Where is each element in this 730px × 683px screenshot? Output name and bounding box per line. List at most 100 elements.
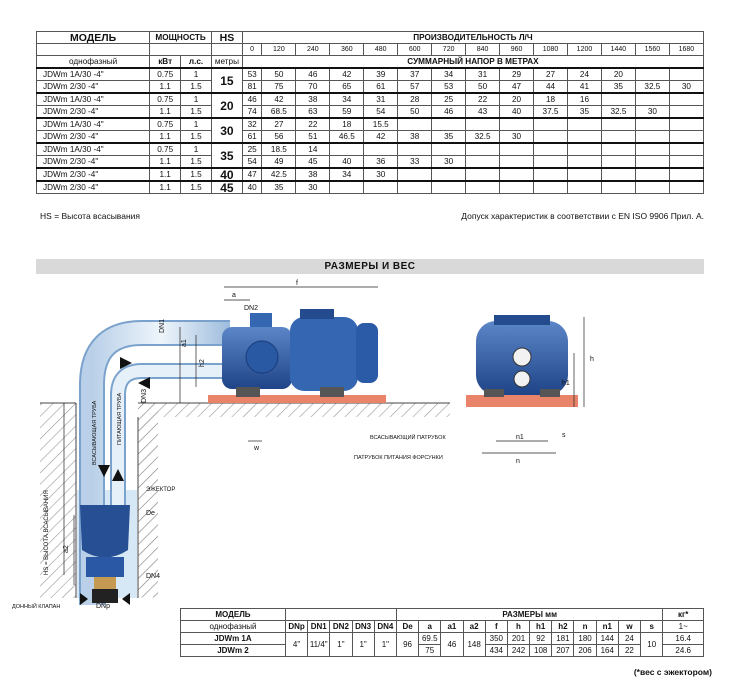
power-hp: 1.5 xyxy=(180,180,212,194)
head-value: 38 xyxy=(295,167,331,182)
dim-col-header: DN3 xyxy=(351,620,375,633)
head-value xyxy=(533,142,568,156)
dim-dn3: DN3 xyxy=(141,389,148,403)
head-value xyxy=(397,167,433,182)
flow-value: 600 xyxy=(397,43,433,56)
head-value xyxy=(566,180,602,194)
flow-value: 360 xyxy=(329,43,365,56)
dim-col-header: a xyxy=(418,620,442,633)
kw-header: кВт xyxy=(149,55,182,69)
head-value xyxy=(533,155,568,169)
head-value xyxy=(465,117,501,131)
head-value: 32.5 xyxy=(600,105,636,119)
head-value: 30 xyxy=(668,80,705,94)
dim-col-header: s xyxy=(640,620,664,633)
dim-dn2: 1" xyxy=(329,632,353,657)
head-value: 38 xyxy=(295,92,331,106)
head-value xyxy=(431,180,467,194)
dim-a: 75 xyxy=(418,644,442,657)
head-value xyxy=(566,142,602,156)
blank-cell xyxy=(210,43,243,56)
hs-value: 20 xyxy=(210,92,243,119)
weight-note: (*вес с эжектором) xyxy=(633,667,712,677)
head-value xyxy=(634,167,670,182)
head-value xyxy=(499,142,535,156)
dim-a: 69.5 xyxy=(418,632,442,645)
head-value xyxy=(363,142,399,156)
head-value: 54 xyxy=(241,155,263,169)
label-foot-valve: ДОННЫЙ КЛАПАН xyxy=(12,602,60,610)
phase-unit: 1~ xyxy=(662,620,704,633)
head-value: 44 xyxy=(533,80,568,94)
power-header: МОЩНОСТЬ xyxy=(149,31,212,44)
head-value xyxy=(600,180,636,194)
head-value: 46 xyxy=(241,92,263,106)
power-hp: 1 xyxy=(180,117,212,131)
head-value: 31 xyxy=(465,67,501,81)
head-value: 30 xyxy=(363,167,399,182)
dim-col-header: w xyxy=(617,620,642,633)
head-value: 39 xyxy=(363,67,399,81)
head-value xyxy=(634,67,670,81)
head-value xyxy=(668,167,705,182)
head-value: 35 xyxy=(261,180,297,194)
model-name: JDWm 2/30 -4" xyxy=(35,130,151,144)
head-value xyxy=(533,167,568,182)
head-value: 30 xyxy=(499,130,535,144)
head-value xyxy=(668,105,705,119)
head-value: 53 xyxy=(431,80,467,94)
head-value: 31 xyxy=(363,92,399,106)
hs-note: HS = Высота всасывания xyxy=(40,211,140,221)
head-value: 27 xyxy=(261,117,297,131)
head-value: 32 xyxy=(241,117,263,131)
head-value xyxy=(499,155,535,169)
dim-n: 180 xyxy=(573,632,597,645)
power-kw: 0.75 xyxy=(149,92,182,106)
model-name: JDWm 2/30 -4" xyxy=(35,80,151,94)
power-kw: 1.1 xyxy=(149,155,182,169)
flow-value: 480 xyxy=(363,43,399,56)
head-value: 42 xyxy=(329,67,365,81)
head-value: 15.5 xyxy=(363,117,399,131)
dim-f: 350 xyxy=(484,632,508,645)
head-value xyxy=(634,117,670,131)
dim-h: h xyxy=(590,356,594,363)
model-header: МОДЕЛЬ xyxy=(35,31,151,44)
section-title: РАЗМЕРЫ И ВЕС xyxy=(36,259,704,274)
power-hp: 1.5 xyxy=(180,105,212,119)
dimension-lines xyxy=(63,286,585,585)
dim-n: 206 xyxy=(573,644,597,657)
dim-h: 242 xyxy=(506,644,531,657)
dim-n: n xyxy=(516,458,520,465)
head-value xyxy=(566,167,602,182)
hs-value: 15 xyxy=(210,67,243,94)
dim-s: 10 xyxy=(640,632,664,657)
head-value: 28 xyxy=(397,92,433,106)
dim-n1: 144 xyxy=(595,632,619,645)
head-value: 63 xyxy=(295,105,331,119)
power-hp: 1.5 xyxy=(180,155,212,169)
dimensions-header: РАЗМЕРЫ мм xyxy=(395,608,664,621)
dim-h1: 108 xyxy=(529,644,553,657)
model-name: JDWm 2 xyxy=(180,644,286,657)
head-value: 47 xyxy=(499,80,535,94)
power-kw: 1.1 xyxy=(149,130,182,144)
dim-a: a xyxy=(232,292,236,299)
head-value xyxy=(668,130,705,144)
head-value: 49 xyxy=(261,155,297,169)
head-value: 45 xyxy=(295,155,331,169)
head-value: 70 xyxy=(295,80,331,94)
head-value xyxy=(668,142,705,156)
dim-de: 96 xyxy=(395,632,420,657)
head-value: 35 xyxy=(566,105,602,119)
head-value xyxy=(668,117,705,131)
dim-a2: a2 xyxy=(63,545,70,553)
head-value: 42 xyxy=(261,92,297,106)
head-value: 32.5 xyxy=(465,130,501,144)
head-value xyxy=(499,117,535,131)
